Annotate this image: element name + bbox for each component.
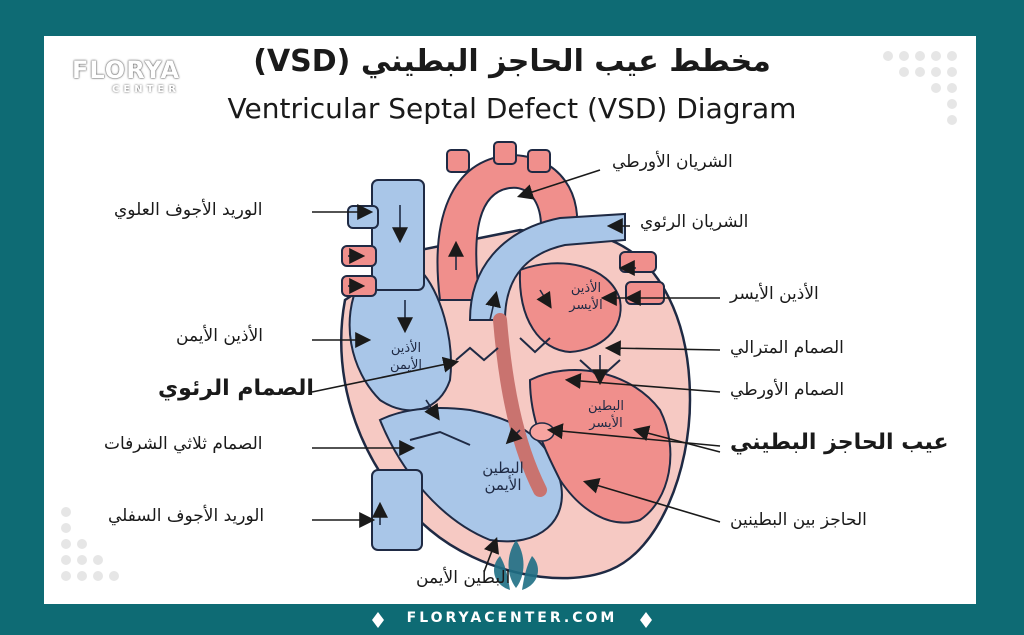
logo-sub-text: CENTER [112, 84, 180, 95]
svc-branch [347, 205, 379, 229]
pulmonary-artery [468, 212, 626, 321]
inner-label-left-atrium: الأذين الأيسر [556, 280, 616, 314]
left-ventricle-shape [528, 369, 672, 524]
footer-left-diamond [372, 612, 384, 628]
inner-la-line2: الأيسر [569, 298, 603, 313]
footer-right-diamond [640, 612, 652, 628]
inner-lv-line1: البطين [588, 399, 624, 414]
label-right-ventricle-bottom: البطين الأيمن [416, 568, 511, 588]
footer-website: FLORYACENTER.COM [406, 610, 618, 626]
inner-ra-line2: الأيمن [389, 358, 423, 373]
leaf-logo-icon [494, 540, 538, 590]
aortic-valve-shape [519, 337, 551, 354]
callout-arrows [311, 169, 721, 573]
superior-vena-cava [371, 179, 425, 291]
label-vsd: عيب الحاجز البطيني [730, 430, 949, 455]
inner-lv-line2: الأيسر [589, 416, 623, 431]
label-aortic-valve: الصمام الأورطي [730, 380, 845, 400]
label-right-atrium: الأذين الأيمن [176, 326, 263, 346]
inner-ra-line1: الأذين [390, 341, 422, 356]
vsd-hole [529, 422, 555, 442]
dot-decoration-bottom-left [61, 507, 119, 581]
left-atrium-shape [518, 262, 622, 354]
inner-label-right-atrium: الأذين الأيمن [376, 340, 436, 374]
page-title-english: Ventricular Septal Defect (VSD) Diagram [227, 92, 797, 125]
logo-main-text: FLORYA [71, 56, 181, 84]
label-superior-vena-cava: الوريد الأجوف العلوي [114, 200, 263, 220]
label-mitral-valve: الصمام المترالي [730, 338, 844, 358]
inner-label-right-ventricle: البطين الأيمن [468, 460, 538, 494]
page-title-arabic: مخطط عيب الحاجز البطيني (VSD) [253, 44, 771, 79]
label-left-atrium: الأذين الأيسر [730, 284, 819, 304]
label-pulmonary-artery: الشريان الرئوي [640, 212, 749, 232]
inner-rv-line1: البطين [482, 459, 524, 477]
aorta-branch-3 [527, 149, 551, 173]
right-pulmonary-vein-1 [619, 251, 657, 273]
inner-label-left-ventricle: البطين الأيسر [576, 398, 636, 432]
aorta-branch-2 [493, 141, 517, 165]
inner-la-line1: الأذين [570, 281, 602, 296]
label-interventricular-septum: الحاجز بين البطينين [730, 510, 867, 530]
tricuspid-valve-shape [409, 430, 471, 446]
interventricular-septum [493, 313, 547, 497]
pulmonary-valve-shape [455, 346, 499, 362]
label-tricuspid-valve: الصمام ثلاثي الشرفات [104, 434, 263, 454]
label-inferior-vena-cava: الوريد الأجوف السفلي [108, 506, 265, 526]
right-pulmonary-vein-2 [625, 281, 665, 305]
aorta-branch-1 [446, 149, 470, 173]
brand-logo: FLORYA CENTER [66, 56, 186, 95]
inner-rv-line2: الأيمن [484, 476, 522, 494]
label-aorta: الشريان الأورطي [612, 152, 733, 172]
dot-decoration-top-right [883, 51, 957, 125]
label-pulmonary-valve: الصمام الرئوي [158, 376, 314, 401]
